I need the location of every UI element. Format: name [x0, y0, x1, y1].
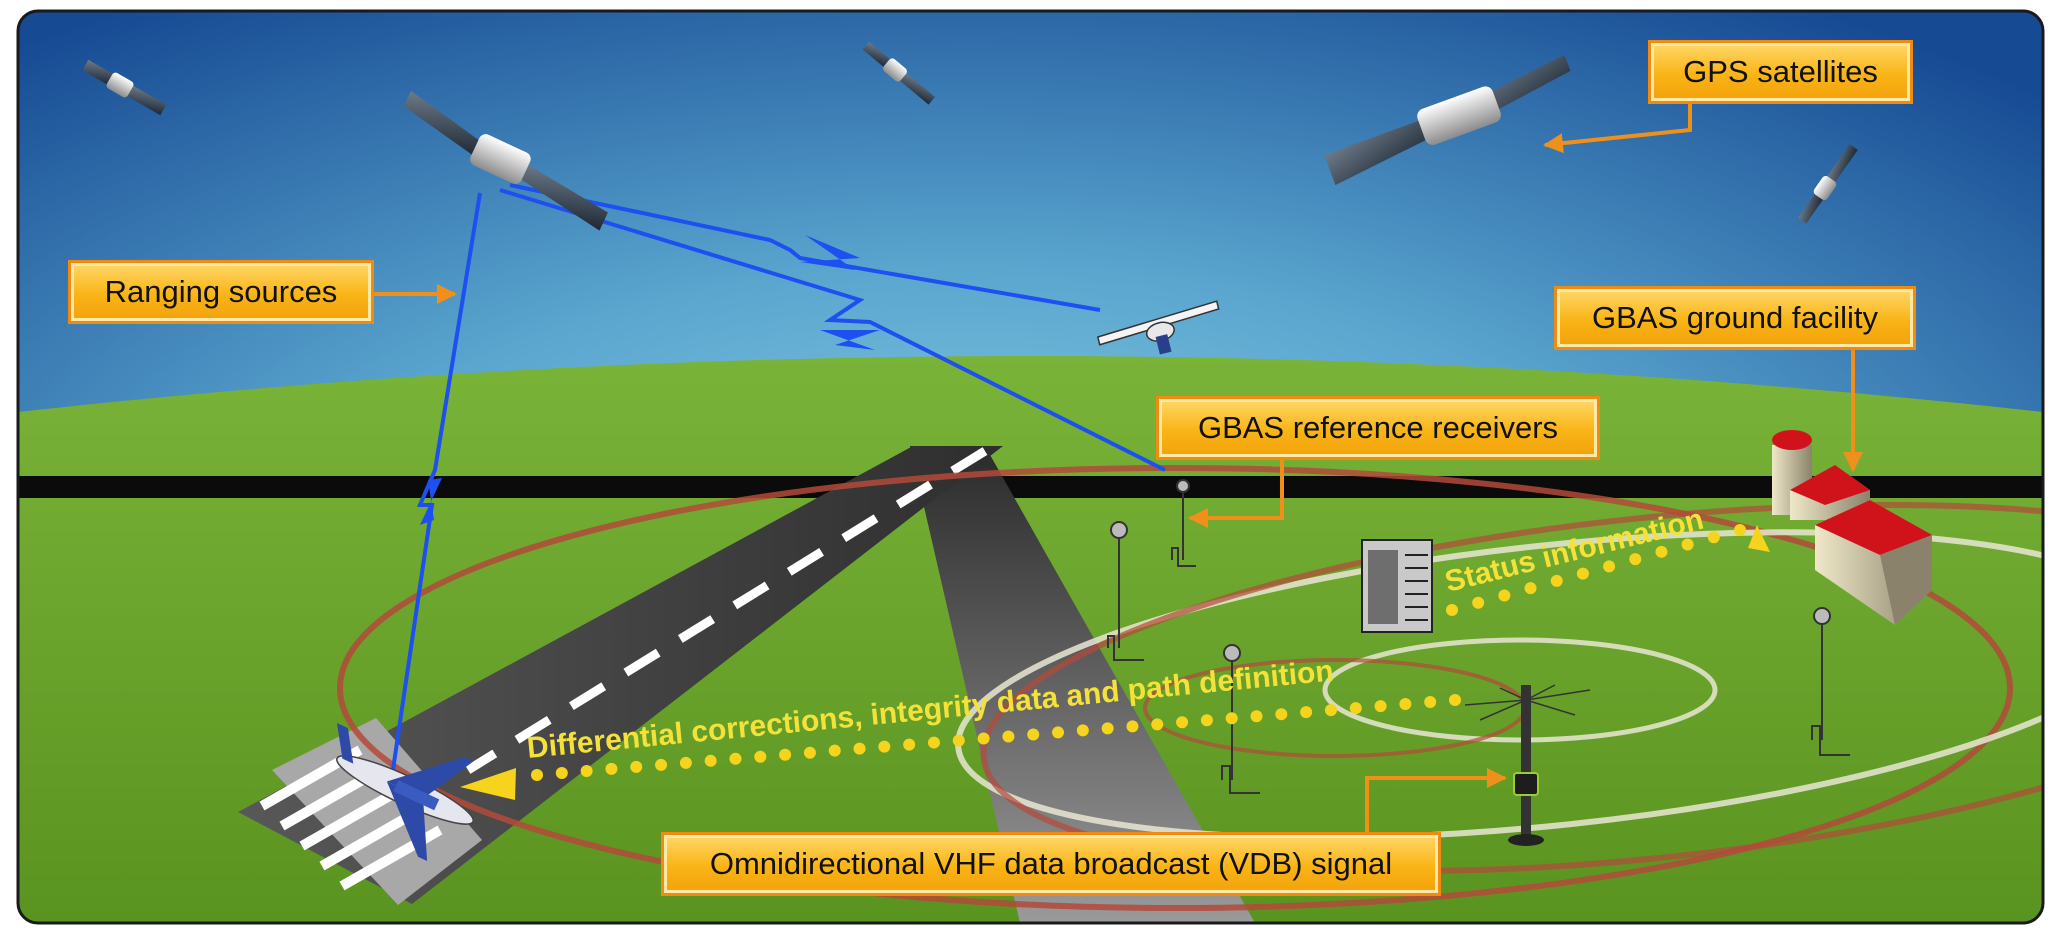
data-dot: [927, 736, 940, 749]
data-dot: [1027, 728, 1040, 741]
data-dot: [1424, 696, 1437, 709]
ranging-sources-label: Ranging sources: [68, 260, 374, 324]
data-dot: [1324, 704, 1337, 717]
data-dot: [903, 738, 916, 751]
data-dot: [531, 769, 543, 781]
data-dot: [1200, 714, 1213, 727]
satellite-icon: [1797, 144, 1858, 224]
data-dot: [952, 734, 965, 747]
data-dot: [1734, 524, 1746, 536]
vhf-antenna-icon: [1464, 684, 1591, 846]
data-dot: [655, 758, 668, 771]
satellite-icon: [862, 41, 935, 105]
data-dot: [605, 762, 618, 775]
horizon-road: [18, 476, 2043, 498]
data-dot: [1681, 538, 1694, 551]
crossing-runway: [910, 446, 1255, 923]
satellite-icon: [82, 59, 167, 116]
data-dot: [1225, 712, 1238, 725]
data-dot: [1002, 730, 1015, 743]
reference-receiver-icon: [1107, 521, 1144, 661]
vdb-signal-label: Omnidirectional VHF data broadcast (VDB)…: [661, 832, 1441, 896]
reference-receiver-icon: [1811, 607, 1850, 756]
data-dot: [580, 764, 593, 777]
data-dot: [679, 756, 692, 769]
data-dot: [1176, 716, 1189, 729]
data-dot: [704, 754, 717, 767]
data-dot: [1374, 700, 1387, 713]
data-dot: [1550, 574, 1563, 587]
data-dot: [1576, 567, 1589, 580]
data-dot: [828, 744, 841, 757]
correction-arrowhead: [460, 768, 516, 800]
gbas-reference-receivers-label: GBAS reference receivers: [1156, 396, 1600, 460]
data-dot: [729, 752, 742, 765]
satellite-icon: [1324, 54, 1571, 186]
data-dot: [977, 732, 990, 745]
server-icon: [1361, 539, 1433, 633]
data-dot: [1524, 582, 1537, 595]
gbas-ground-facility-label: GBAS ground facility: [1554, 286, 1916, 350]
reference-receiver-icon: [1171, 479, 1196, 567]
data-dot: [555, 766, 568, 779]
data-dot: [1399, 698, 1412, 711]
data-dot: [1707, 531, 1720, 544]
data-dot: [1101, 722, 1114, 735]
airliner-icon: [336, 722, 474, 861]
data-dot: [1446, 604, 1458, 616]
runway-centerline: [465, 447, 988, 774]
data-dot: [1472, 596, 1485, 609]
data-dot: [1151, 718, 1164, 731]
data-dot: [1126, 720, 1139, 733]
satellite-icon: [403, 90, 608, 231]
vdb-signal-rings: [337, 465, 2043, 911]
data-dot: [1349, 702, 1362, 715]
data-dot: [1498, 589, 1511, 602]
data-dot: [853, 742, 866, 755]
data-dot: [1629, 553, 1642, 566]
data-dot: [1449, 694, 1461, 706]
data-dot: [803, 746, 816, 759]
small-airplane-icon: [1096, 300, 1220, 355]
data-dot: [1250, 710, 1263, 723]
ranging-signals: [388, 183, 1166, 791]
frame-border: [16, 9, 2045, 925]
building-icon: [1772, 430, 1932, 625]
data-dot: [878, 740, 891, 753]
data-dot: [754, 750, 767, 763]
gps-satellites-label: GPS satellites: [1648, 40, 1913, 104]
data-dot: [1300, 706, 1313, 719]
status-arrowhead: [1748, 525, 1770, 552]
callout-arrows: [374, 104, 1863, 832]
data-dot: [1603, 560, 1616, 573]
data-dot: [1655, 545, 1668, 558]
data-dot: [630, 760, 643, 773]
data-dot: [1076, 724, 1089, 737]
data-dot: [779, 748, 792, 761]
correction-data-dots: [531, 694, 1461, 781]
data-dot: [1275, 708, 1288, 721]
data-dot: [1052, 726, 1065, 739]
status-data-dots: [1446, 524, 1746, 616]
